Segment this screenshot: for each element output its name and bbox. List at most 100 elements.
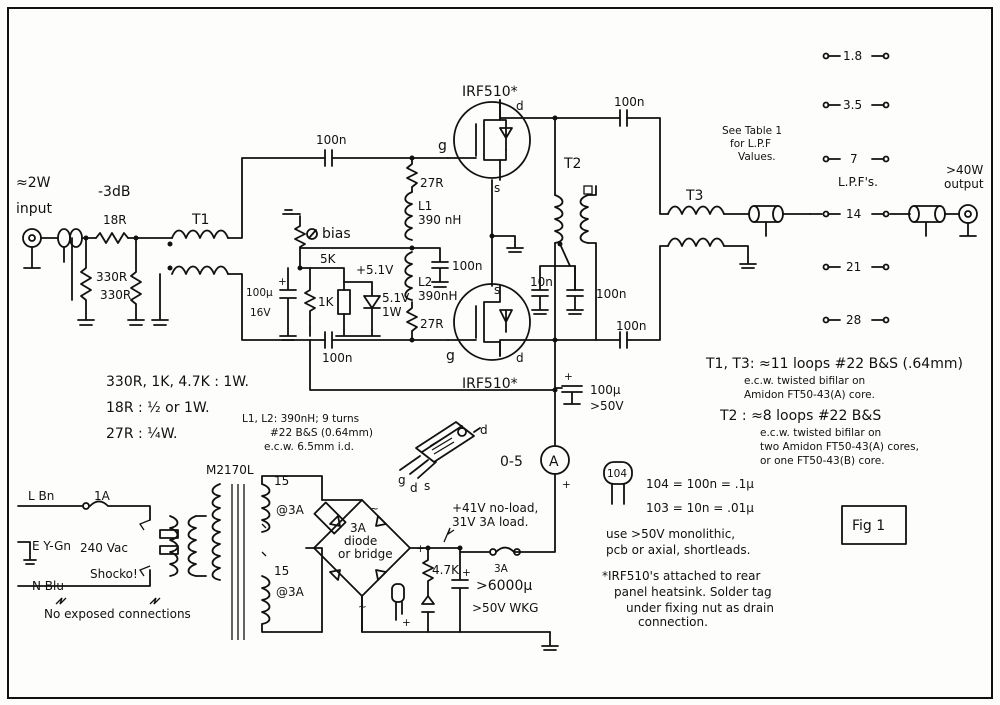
pin-d-label: d [410,481,418,495]
bridge-ac-1: ~ [370,503,379,515]
gate-bot-label: g [446,348,455,364]
lpf-title: L.P.F's. [838,175,878,189]
c100u-v-label: 16V [250,307,271,319]
c100u-sup-v-label: >50V [590,399,624,413]
cap-100n-top-label: 100n [316,133,347,147]
r27-bot-label: 27R [420,317,444,331]
band-28: 28 [846,313,861,327]
cap-use-1: use >50V monolithic, [606,527,735,541]
l-note-3: e.c.w. 6.5mm i.d. [264,441,354,453]
inductor-l1 [404,191,413,241]
inductor-l2 [404,251,413,301]
r330a-label: 330R [96,270,127,284]
plus-100u-sup: + [564,371,573,383]
t2-note-3: two Amidon FT50-43(A) cores, [760,441,919,453]
supply-note: +41V no-load,31V 3A load. [452,501,538,529]
pot-5k-label: 5K [320,252,337,266]
fuse-bridge [313,501,347,535]
cap-100n-top [324,149,333,167]
zener-diode-icon [363,281,381,331]
sec2-a-label: @3A [276,585,305,599]
t2-note-4: or one FT50-43(B) core. [760,455,885,467]
bias-pot-icon [306,228,318,240]
bridge-plus: + [416,543,425,555]
band-14: 14 [846,207,861,221]
zener-w-label: 1W [382,305,402,319]
plus-100u: + [278,276,287,288]
t1t3-note-3: Amidon FT50-43(A) core. [744,389,875,401]
big-cap-v-label: >50V WKG [472,601,538,615]
led-icon [391,583,405,603]
cap-100n-out-bot-label: 100n [616,319,647,333]
mains-l-label: L Bn [28,489,54,503]
earth-icon [17,541,37,565]
shock-label: Shocko! [90,567,138,581]
band-1-8: 1.8 [843,49,862,63]
c10n-label: 10n [530,275,553,289]
resistor-1k [304,267,316,329]
lpf-band-switch [822,52,890,324]
pot-5k [294,215,306,269]
r27-top-label: 27R [420,176,444,190]
c100n-t2-label: 100n [596,287,627,301]
irf-bot-label: IRF510* [462,376,518,392]
coax-ferrule-icon [748,205,760,223]
output-label: output [944,177,984,191]
fig-label: Fig 1 [852,518,885,534]
res-note-3: 27R : ¼W. [106,426,177,442]
l-note-2: #22 B&S (0.64mm) [270,427,373,439]
resistor-27r-top [406,157,418,193]
source-top-label: s [494,181,500,195]
cap-100n-out-top-label: 100n [614,95,645,109]
res-note-1: 330R, 1K, 4.7K : 1W. [106,374,249,390]
t1-label: T1 [191,212,209,228]
transformer-t2 [554,185,593,247]
ceramic-cap-icon [603,461,633,505]
cap-code-2: 103 = 10n = .01μ [646,501,754,515]
led-plus: + [402,617,411,629]
zener-v-label: +5.1V [356,263,394,277]
cap-code-label: 104 [607,468,627,480]
t3-label: T3 [685,188,703,204]
pin-g-label: g [398,473,406,487]
band-3-5: 3.5 [843,98,862,112]
c100u-sup-label: 100μ [590,383,621,397]
transformer-t1 [167,229,229,275]
led-indicator-icon [421,595,435,633]
l1-value: 390 nH [418,213,461,227]
cap-100n-bot-label: 100n [322,351,353,365]
irf-note-3: under fixing nut as drain [626,601,774,615]
band-7: 7 [850,152,858,166]
t1t3-note-1: T1, T3: ≈11 loops #22 B&S (.64mm) [705,356,963,372]
diode-1 [337,289,351,315]
ammeter-range-label: 0-5 [500,454,523,470]
res-note-2: 18R : ½ or 1W. [106,400,210,416]
mains-transformer [211,483,271,640]
t2-label: T2 [563,156,581,172]
resistor-330r-a [80,237,92,321]
input-power-label: ≈2W [16,175,51,191]
mosfet-bottom [447,283,531,361]
l1-label: L1 [418,199,432,213]
t2-note-2: e.c.w. twisted bifilar on [760,427,881,439]
r47k-label: 4.7K [432,563,460,577]
c100n-mid-label: 100n [452,259,483,273]
source-bot-label: s [494,283,500,297]
coax-ferrule-icon [57,228,71,248]
mains-live-line [17,500,151,521]
drain-bot-label: d [516,351,524,365]
l2-label: L2 [418,275,432,289]
mains-neutral-line [17,569,151,587]
band-21: 21 [846,260,861,274]
resistor-27r-bot [406,301,418,341]
drain-top-label: d [516,99,524,113]
input-connector [22,228,42,269]
irf-note-1: *IRF510's attached to rear [602,569,760,583]
irf-top-label: IRF510* [462,84,518,100]
diagram-frame [7,7,993,699]
fuse-3a-label: 3A [494,563,509,575]
